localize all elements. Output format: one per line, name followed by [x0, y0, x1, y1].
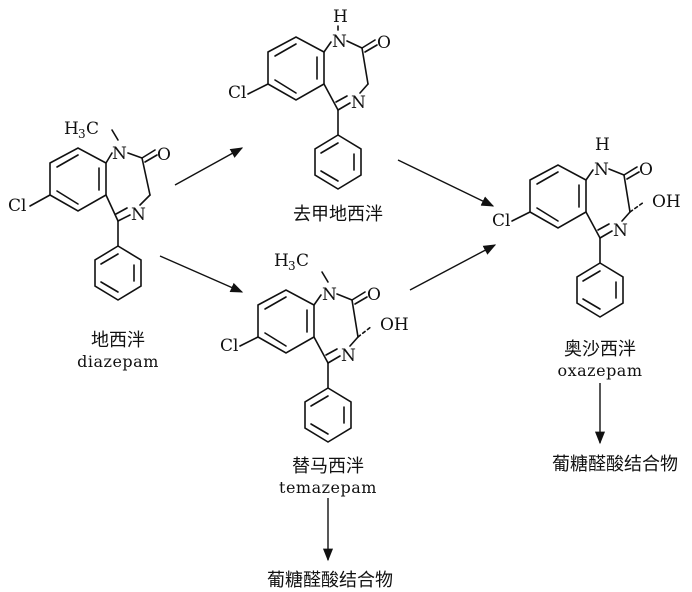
temazepam-h3c-3: 3	[288, 259, 296, 273]
oxazepam-caption: 奥沙西泮 oxazepam	[540, 335, 660, 380]
diazepam-n4: N	[131, 205, 146, 225]
temazepam-structure: Cl N N O OH H 3 C	[220, 251, 409, 443]
arrow-nordiazepam-to-oxazepam	[397, 159, 495, 207]
temazepam-caption: 替马西泮 temazepam	[268, 452, 388, 497]
nordiazepam-structure: Cl N H N O	[228, 7, 391, 190]
oxazepam-name-cn: 奥沙西泮	[564, 339, 636, 360]
oxazepam-h: H	[595, 135, 610, 155]
arrow-temazepam-to-oxazepam	[409, 244, 497, 291]
oxazepam-n1: N	[594, 160, 609, 180]
nordiazepam-h: H	[333, 7, 348, 27]
oxazepam-structure: Cl N H N O OH	[492, 135, 681, 318]
arrow-diazepam-to-temazepam	[159, 255, 244, 293]
temazepam-n4: N	[341, 346, 356, 366]
oxazepam-oh: OH	[652, 192, 681, 212]
temazepam-name-cn: 替马西泮	[292, 456, 364, 477]
temazepam-name-en: temazepam	[279, 478, 377, 497]
nordiazepam-n1: N	[332, 32, 347, 52]
temazepam-n1: N	[322, 285, 337, 305]
nordiazepam-n4: N	[351, 93, 366, 113]
temazepam-h3c-h: H	[274, 251, 289, 271]
diazepam-caption: 地西泮 diazepam	[58, 326, 178, 371]
diazepam-h3c-c: C	[86, 119, 99, 139]
arrow-diazepam-to-nordiazepam	[174, 147, 244, 186]
temazepam-conjugate-label: 葡糖醛酸结合物	[267, 570, 393, 591]
diazepam-o: O	[157, 145, 171, 165]
temazepam-h3c-c: C	[296, 251, 309, 271]
diazepam-h3c-h: H	[64, 119, 79, 139]
diazepam-name-en: diazepam	[77, 352, 159, 371]
diazepam-cl: Cl	[8, 196, 26, 216]
nordiazepam-cl: Cl	[228, 83, 246, 103]
temazepam-cl: Cl	[220, 336, 238, 356]
nordiazepam-name-cn: 去甲地西泮	[293, 204, 383, 225]
diazepam-structure: Cl N N O H 3 C	[8, 119, 171, 301]
diazepam-name-cn: 地西泮	[91, 330, 145, 351]
temazepam-o: O	[367, 285, 381, 305]
oxazepam-o: O	[639, 160, 653, 180]
nordiazepam-caption: 去甲地西泮	[268, 200, 408, 226]
diazepam-n1: N	[112, 144, 127, 164]
temazepam-oh: OH	[380, 315, 409, 335]
oxazepam-conjugate-label: 葡糖醛酸结合物	[552, 454, 678, 475]
diazepam-h3c-3: 3	[78, 127, 86, 141]
nordiazepam-o: O	[377, 33, 391, 53]
oxazepam-name-en: oxazepam	[557, 361, 643, 380]
oxazepam-n4: N	[613, 221, 628, 241]
oxazepam-cl: Cl	[492, 211, 510, 231]
